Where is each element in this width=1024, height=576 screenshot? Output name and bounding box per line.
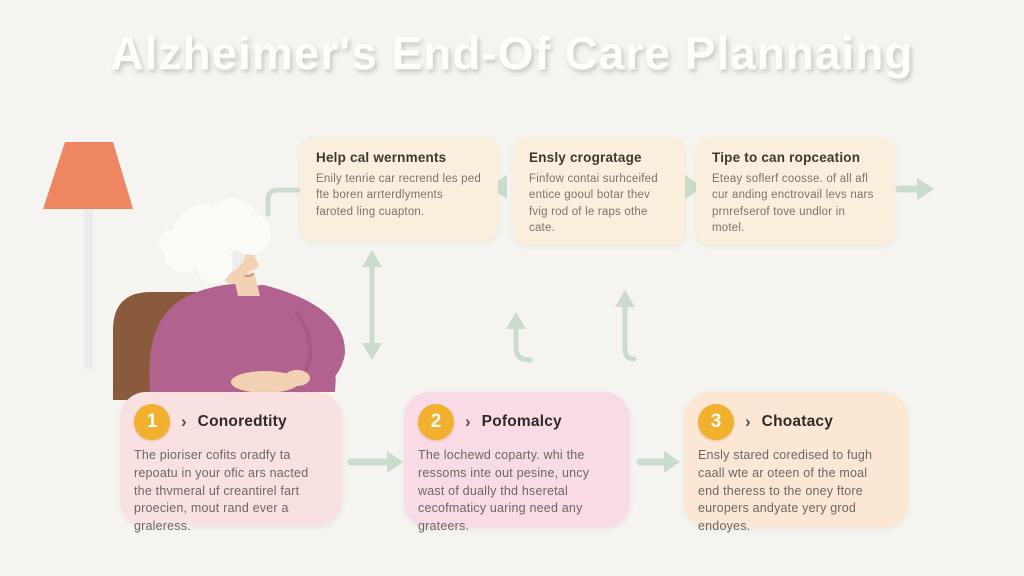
woman-hand-2 (284, 370, 310, 386)
woman-hand (231, 371, 299, 393)
step-card-2: 2 › Pofomalcy The lochewd coparty. whi t… (404, 392, 630, 533)
step-number-badge: 3 (698, 404, 734, 440)
step-title: Conoredtity (197, 413, 287, 430)
step-card-header: 3 › Choatacy (698, 404, 892, 440)
arrow-right-exit-icon (917, 178, 934, 200)
arrow-right-icon (685, 175, 703, 199)
info-card-3: Tipe to can ropceation Eteay soflerf coo… (696, 137, 895, 245)
page-title: Alzheimer's End-Of Care Plannaing (110, 27, 914, 79)
step-card-header: 2 › Pofomalcy (418, 404, 614, 440)
info-card-title: Help cal wernments (316, 150, 447, 165)
step-body: The pioriser cofits oradfy ta repoatu in… (134, 448, 309, 533)
step-body: Ensly stared coredised to fugh caall wte… (698, 448, 873, 533)
info-card-title: Tipe to can ropceation (712, 150, 861, 165)
info-card-body: Eteay soflerf coosse. of all afl cur and… (712, 173, 874, 234)
step-card-header: 1 › Conoredtity (134, 404, 326, 440)
connector-elbow-line (265, 187, 303, 217)
step-number-badge: 1 (134, 404, 170, 440)
step-title: Choatacy (761, 413, 834, 430)
info-card-1: Help cal wernments Enily tenrie car recr… (300, 137, 498, 241)
step-card-3: 3 › Choatacy Ensly stared coredised to f… (684, 392, 908, 533)
floor-lamp-illustration (43, 142, 133, 370)
lamp-shade (43, 142, 133, 209)
step-chevron-icon: › (181, 411, 187, 431)
elderly-woman-illustration (113, 198, 346, 400)
arrow-right-step1-icon (347, 451, 403, 473)
step-card-1: 1 › Conoredtity The pioriser cofits orad… (120, 392, 342, 533)
sweater-fold (294, 310, 313, 372)
arrow-up-curved-icon (506, 312, 533, 363)
info-card-2: Ensly crogratage Finfow contai surhceife… (513, 137, 685, 245)
step-number-badge: 2 (418, 404, 454, 440)
step-body: The lochewd coparty. whi the ressoms int… (418, 448, 590, 533)
step-chevron-icon: › (465, 411, 471, 431)
lamp-pole (84, 200, 93, 370)
step-chevron-icon: › (745, 411, 751, 431)
woman-mouth (244, 273, 254, 277)
arrow-vertical-double-icon (362, 250, 382, 360)
step-title: Pofomalcy (481, 413, 562, 430)
arrow-right-step2-icon (636, 451, 680, 473)
info-card-body: Finfow contai surhceifed entice gooul bo… (529, 173, 658, 234)
arrow-up-hook-icon (615, 290, 637, 362)
info-card-title: Ensly crogratage (529, 150, 642, 165)
info-card-body: Enily tenrie car recrend les ped fte bor… (316, 173, 481, 218)
woman-hair (159, 198, 271, 283)
